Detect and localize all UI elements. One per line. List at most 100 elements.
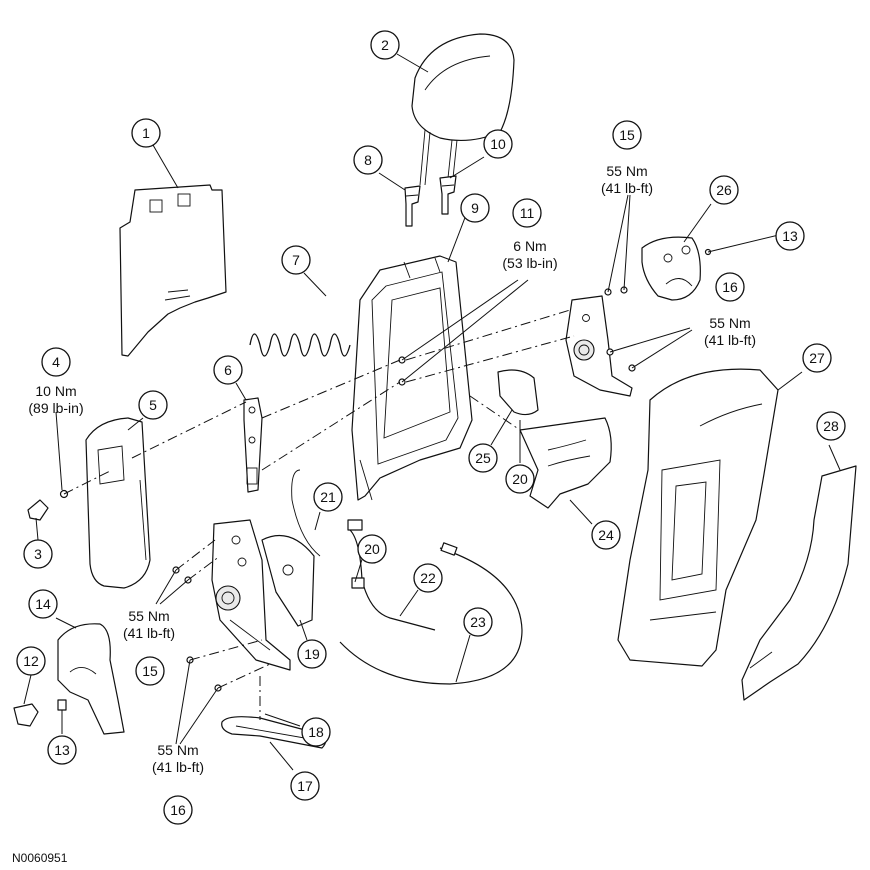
callout-7: 7 <box>281 245 311 275</box>
callout-2: 2 <box>370 30 400 60</box>
callout-10: 10 <box>483 129 513 159</box>
callout-16-top: 16 <box>715 272 745 302</box>
callout-15-bottom-label: 15 <box>142 663 158 679</box>
callout-4-label: 4 <box>52 354 60 370</box>
callout-16-bottom: 16 <box>163 795 193 825</box>
part-screw-10nm <box>59 489 69 499</box>
callout-11: 11 <box>512 198 542 228</box>
torque-spec-15-bottom-nm: 55 Nm <box>128 608 169 624</box>
callout-17-label: 17 <box>297 778 313 794</box>
part-headrest <box>411 33 515 186</box>
callout-13-upper: 13 <box>775 221 805 251</box>
part-headrest-guide-left <box>404 185 421 227</box>
callout-1-label: 1 <box>142 125 150 141</box>
callout-28: 28 <box>816 411 846 441</box>
callout-11-label: 11 <box>520 205 535 221</box>
part-side-shield <box>641 236 701 301</box>
part-knob-cap <box>13 703 39 727</box>
callout-17: 17 <box>290 771 320 801</box>
part-connector-21 <box>347 519 363 531</box>
callout-20-lower-label: 20 <box>364 541 380 557</box>
callout-15-top: 15 <box>612 120 642 150</box>
part-rear-panel-board <box>119 184 227 357</box>
part-clip <box>27 499 49 521</box>
torque-spec-16-bottom-alt: (41 lb-ft) <box>152 759 204 775</box>
callout-18: 18 <box>301 717 331 747</box>
part-recliner-link <box>243 397 263 493</box>
callout-14: 14 <box>28 589 58 619</box>
callout-8-label: 8 <box>364 152 372 168</box>
torque-spec-15-top-nm: 55 Nm <box>606 163 647 179</box>
callout-15-top-label: 15 <box>619 127 635 143</box>
torque-spec-4-alt: (89 lb-in) <box>28 400 83 416</box>
callout-18-label: 18 <box>308 724 324 740</box>
alignment-lines <box>63 309 575 720</box>
callout-20-upper: 20 <box>505 464 535 494</box>
part-fastener-lower <box>57 699 67 711</box>
callout-27: 27 <box>802 343 832 373</box>
torque-spec-16-top-alt: (41 lb-ft) <box>704 332 756 348</box>
part-seatback-frame <box>351 255 473 501</box>
part-recliner-mechanism-left <box>211 519 291 671</box>
part-cable-23 <box>339 547 523 685</box>
part-seatback-cover <box>617 368 779 667</box>
callout-26: 26 <box>709 175 739 205</box>
torque-spec-11-alt: (53 lb-in) <box>502 255 557 271</box>
callout-27-label: 27 <box>809 350 825 366</box>
callout-16-top-label: 16 <box>722 279 738 295</box>
part-cable-22-b <box>291 469 321 557</box>
part-recliner-plate <box>261 534 315 627</box>
part-recliner-cover <box>57 623 125 735</box>
callout-6: 6 <box>213 355 243 385</box>
part-recliner-mechanism-right <box>565 295 633 397</box>
figure-id: N0060951 <box>12 851 68 865</box>
callout-24-label: 24 <box>598 527 614 543</box>
torque-spec-15-bottom-alt: (41 lb-ft) <box>123 625 175 641</box>
callout-24: 24 <box>591 520 621 550</box>
torque-spec-4-nm: 10 Nm <box>35 383 76 399</box>
callout-7-label: 7 <box>292 252 300 268</box>
part-rear-cover <box>741 465 857 701</box>
callout-21: 21 <box>313 482 343 512</box>
callout-5: 5 <box>138 390 168 420</box>
callout-1: 1 <box>131 118 161 148</box>
callout-22: 22 <box>413 563 443 593</box>
callout-28-label: 28 <box>823 418 839 434</box>
callout-23-label: 23 <box>470 614 486 630</box>
callout-12-label: 12 <box>23 653 39 669</box>
callout-14-label: 14 <box>35 596 51 612</box>
part-connector-20-lower <box>351 577 365 589</box>
callout-10-label: 10 <box>490 136 506 152</box>
callout-19-label: 19 <box>304 646 320 662</box>
leader-lines <box>23 53 841 771</box>
callout-13-lower: 13 <box>47 735 77 765</box>
callout-9-label: 9 <box>471 200 479 216</box>
callout-3: 3 <box>23 539 53 569</box>
callout-8: 8 <box>353 145 383 175</box>
callout-19: 19 <box>297 639 327 669</box>
part-small-cover <box>497 369 539 416</box>
callout-20-lower: 20 <box>357 534 387 564</box>
callout-25: 25 <box>468 443 498 473</box>
callout-21-label: 21 <box>320 489 336 505</box>
torque-spec-11-nm: 6 Nm <box>513 238 546 254</box>
part-side-trim-panel <box>85 417 151 589</box>
callout-20-upper-label: 20 <box>512 471 528 487</box>
torque-spec-16-top-nm: 55 Nm <box>709 315 750 331</box>
torque-spec-15-top-alt: (41 lb-ft) <box>601 180 653 196</box>
callout-13-lower-label: 13 <box>54 742 70 758</box>
torque-spec-16-bottom-nm: 55 Nm <box>157 742 198 758</box>
part-headrest-guide-right <box>439 175 457 215</box>
callout-22-label: 22 <box>420 570 436 586</box>
callout-4: 4 <box>41 347 71 377</box>
callout-3-label: 3 <box>34 546 42 562</box>
callout-6-label: 6 <box>224 362 232 378</box>
callout-13-upper-label: 13 <box>782 228 798 244</box>
callout-16-bottom-label: 16 <box>170 802 186 818</box>
callout-26-label: 26 <box>716 182 732 198</box>
callout-9: 9 <box>460 193 490 223</box>
callout-2-label: 2 <box>381 37 389 53</box>
callout-23: 23 <box>463 607 493 637</box>
callout-15-bottom: 15 <box>135 656 165 686</box>
